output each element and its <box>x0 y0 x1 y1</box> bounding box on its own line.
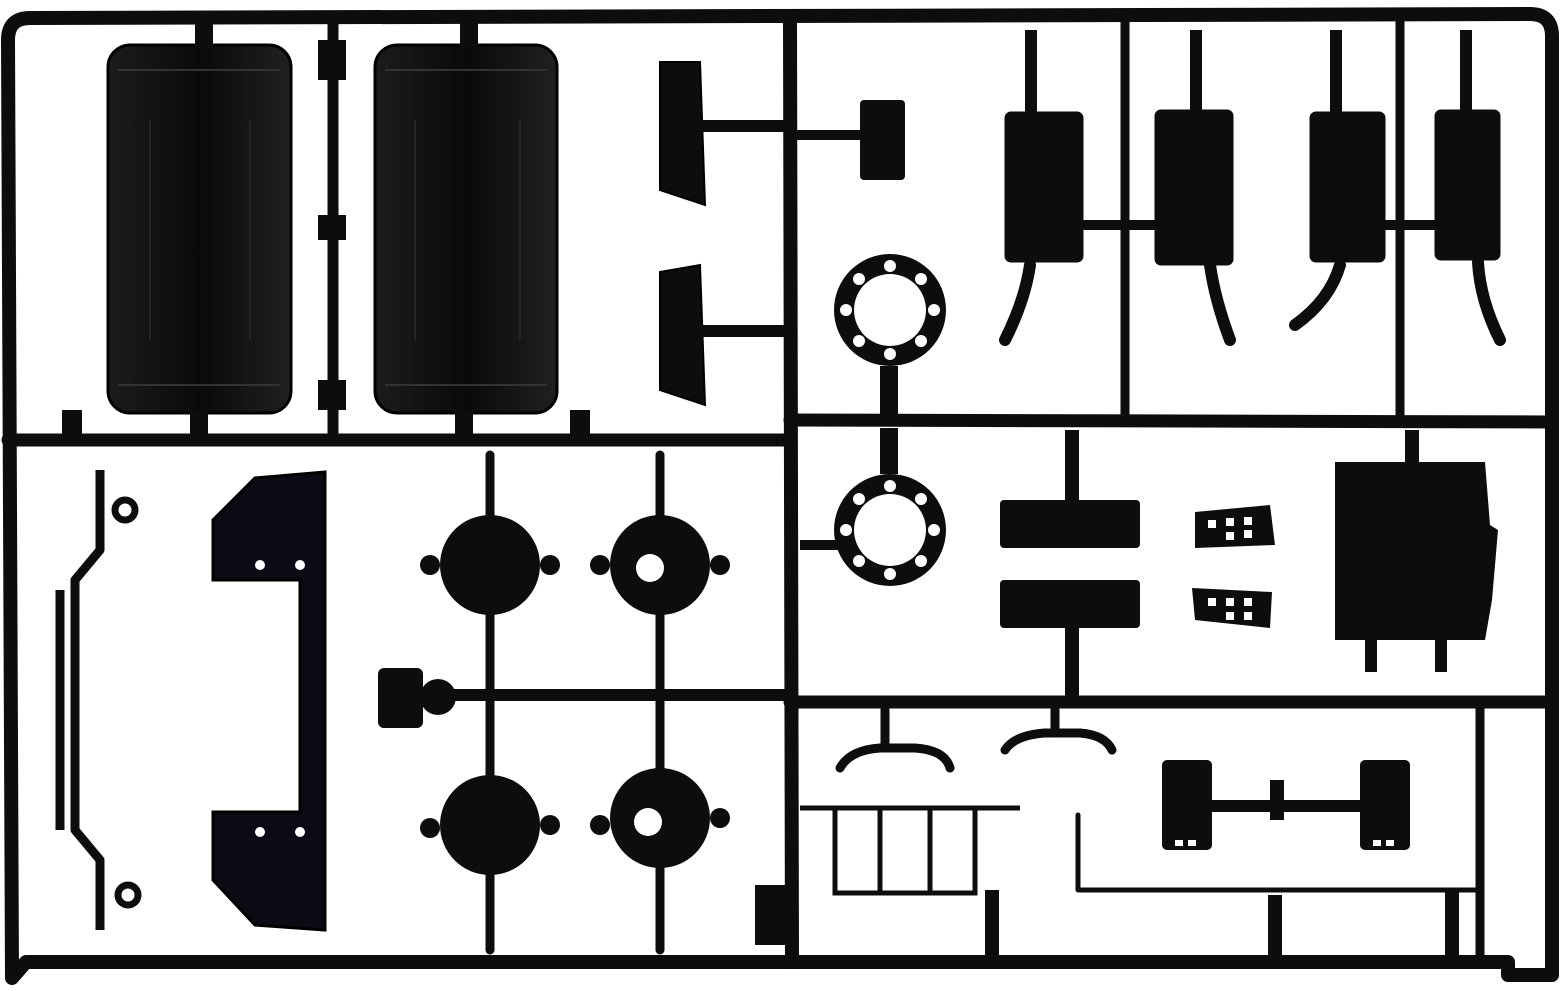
exhaust-3 <box>1289 30 1386 331</box>
foot-plate-lower <box>1192 588 1272 628</box>
mirror-upper <box>659 61 905 207</box>
hub-4 <box>590 768 730 868</box>
hub-1 <box>420 515 560 615</box>
nut-ring-upper <box>834 254 946 422</box>
step-upper <box>1000 430 1140 548</box>
hub-2 <box>590 515 730 615</box>
small-mirror-bracket <box>378 668 456 728</box>
bracket-1 <box>835 705 955 773</box>
nut-ring-lower <box>800 428 946 586</box>
grille-frame <box>800 805 1020 896</box>
fender-left <box>106 43 293 415</box>
runner-gates-bottom <box>755 885 1459 962</box>
mirror-lower <box>659 263 790 407</box>
exhaust-2 <box>1080 30 1236 346</box>
fender-gates <box>62 22 590 440</box>
chassis-rail-thin <box>55 470 142 930</box>
battery-box <box>1335 430 1498 672</box>
hub-3 <box>420 775 560 875</box>
exhaust-4 <box>1380 30 1506 346</box>
foot-plate-upper <box>1195 505 1275 548</box>
step-lower <box>1000 580 1140 702</box>
chassis-rail-wide <box>211 470 327 932</box>
fender-right <box>373 43 559 415</box>
seat-pair <box>1162 760 1410 850</box>
exhaust-1 <box>999 30 1084 346</box>
bracket-2 <box>1000 705 1117 755</box>
